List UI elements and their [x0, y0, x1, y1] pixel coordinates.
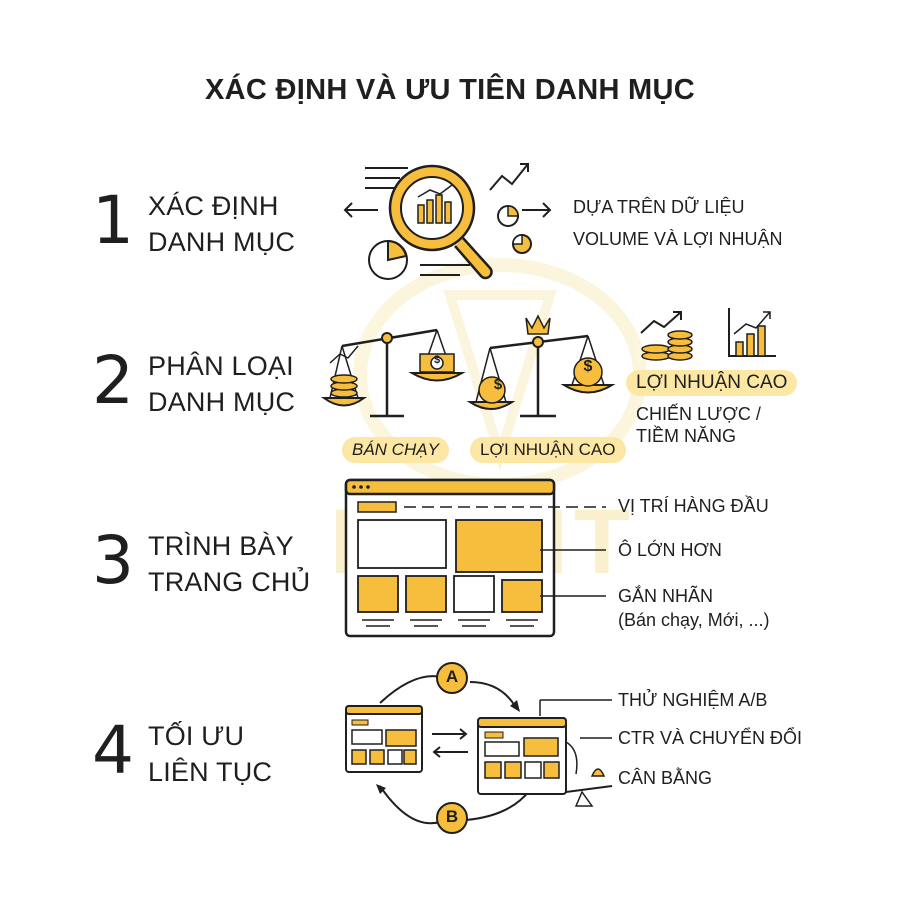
- trend-arrow-icon: [489, 163, 529, 191]
- cycle-label-a: A: [445, 667, 459, 686]
- dollar-symbol-3: $: [433, 354, 441, 366]
- step-2-number: 2: [92, 342, 134, 419]
- magnifier-chart-icon: [388, 164, 493, 280]
- pie-chart-icon: [368, 205, 532, 280]
- step-2-title-line1: PHÂN LOẠI: [148, 351, 294, 381]
- money-bag-icon: [478, 376, 506, 404]
- step-2-title-line2: DANH MỤC: [148, 387, 296, 417]
- ab-cycle-icon: [345, 662, 613, 834]
- right-arrow-icon: [522, 202, 552, 218]
- coins-icon: [330, 374, 358, 398]
- step-3-title-line1: TRÌNH BÀY: [148, 531, 294, 561]
- balance-scale-icon-right: [466, 314, 616, 418]
- step-2-note-2: TIỀM NĂNG: [636, 426, 737, 446]
- step-1-number: 1: [92, 182, 134, 259]
- step-4-title: TỐI ƯU LIÊN TỤC: [148, 718, 272, 790]
- dollar-symbol-2: $: [583, 358, 593, 375]
- left-arrow-icon: [343, 202, 378, 218]
- cycle-label-b: B: [445, 807, 459, 826]
- step-3-note-1: VỊ TRÍ HÀNG ĐẦU: [618, 496, 769, 516]
- step-4-note-2: CTR VÀ CHUYỂN ĐỔI: [618, 728, 803, 748]
- step-4-title-line2: LIÊN TỤC: [148, 757, 273, 787]
- page-title: XÁC ĐỊNH VÀ ƯU TIÊN DANH MỤC: [204, 74, 695, 106]
- step-1-note-1: DỰA TRÊN DỮ LIỆU: [573, 197, 745, 217]
- step-1-title-line2: DANH MỤC: [148, 227, 296, 257]
- crown-icon: [525, 314, 551, 335]
- step-2-title: PHÂN LOẠI DANH MỤC: [148, 348, 295, 420]
- browser-wireframe-icon: [344, 478, 606, 638]
- highlight-high-profit: LỢI NHUẬN CAO: [626, 370, 798, 396]
- bar-chart-icon: [728, 308, 776, 357]
- step-3-title: TRÌNH BÀY TRANG CHỦ: [148, 528, 310, 600]
- step-1-title: XÁC ĐỊNH DANH MỤC: [148, 188, 295, 260]
- wireframe-a: [345, 705, 423, 773]
- step-3-note-2: Ô LỚN HƠN: [618, 540, 722, 560]
- balance-scale-icon-left: [320, 328, 466, 418]
- step-3-note-3: GẮN NHÃN: [618, 586, 714, 606]
- step-3-number: 3: [92, 522, 134, 599]
- dollar-symbol-1: $: [493, 376, 503, 393]
- step-4-title-line1: TỐI ƯU: [148, 721, 245, 751]
- step-1-illustration: [343, 163, 552, 280]
- step-1-title-line1: XÁC ĐỊNH: [148, 191, 279, 221]
- wireframe-b: [477, 717, 567, 795]
- step-4-number: 4: [92, 712, 134, 789]
- step-4-note-3: CÂN BẰNG: [618, 768, 713, 788]
- seesaw-icon: [565, 768, 613, 807]
- step-1-note-2: VOLUME VÀ LỢI NHUẬN: [573, 229, 783, 249]
- step-3-note-4: (Bán chạy, Mới, ...): [618, 610, 770, 630]
- scale-label-best-seller: BÁN CHẠY: [342, 437, 449, 463]
- scale-label-high-profit: LỢI NHUẬN CAO: [470, 437, 626, 463]
- step-3-title-line2: TRANG CHỦ: [148, 567, 311, 597]
- step-2-note-1: CHIẾN LƯỢC /: [636, 404, 761, 424]
- coins-growth-icon: [640, 311, 693, 361]
- step-4-note-1: THỬ NGHIỆM A/B: [618, 690, 768, 710]
